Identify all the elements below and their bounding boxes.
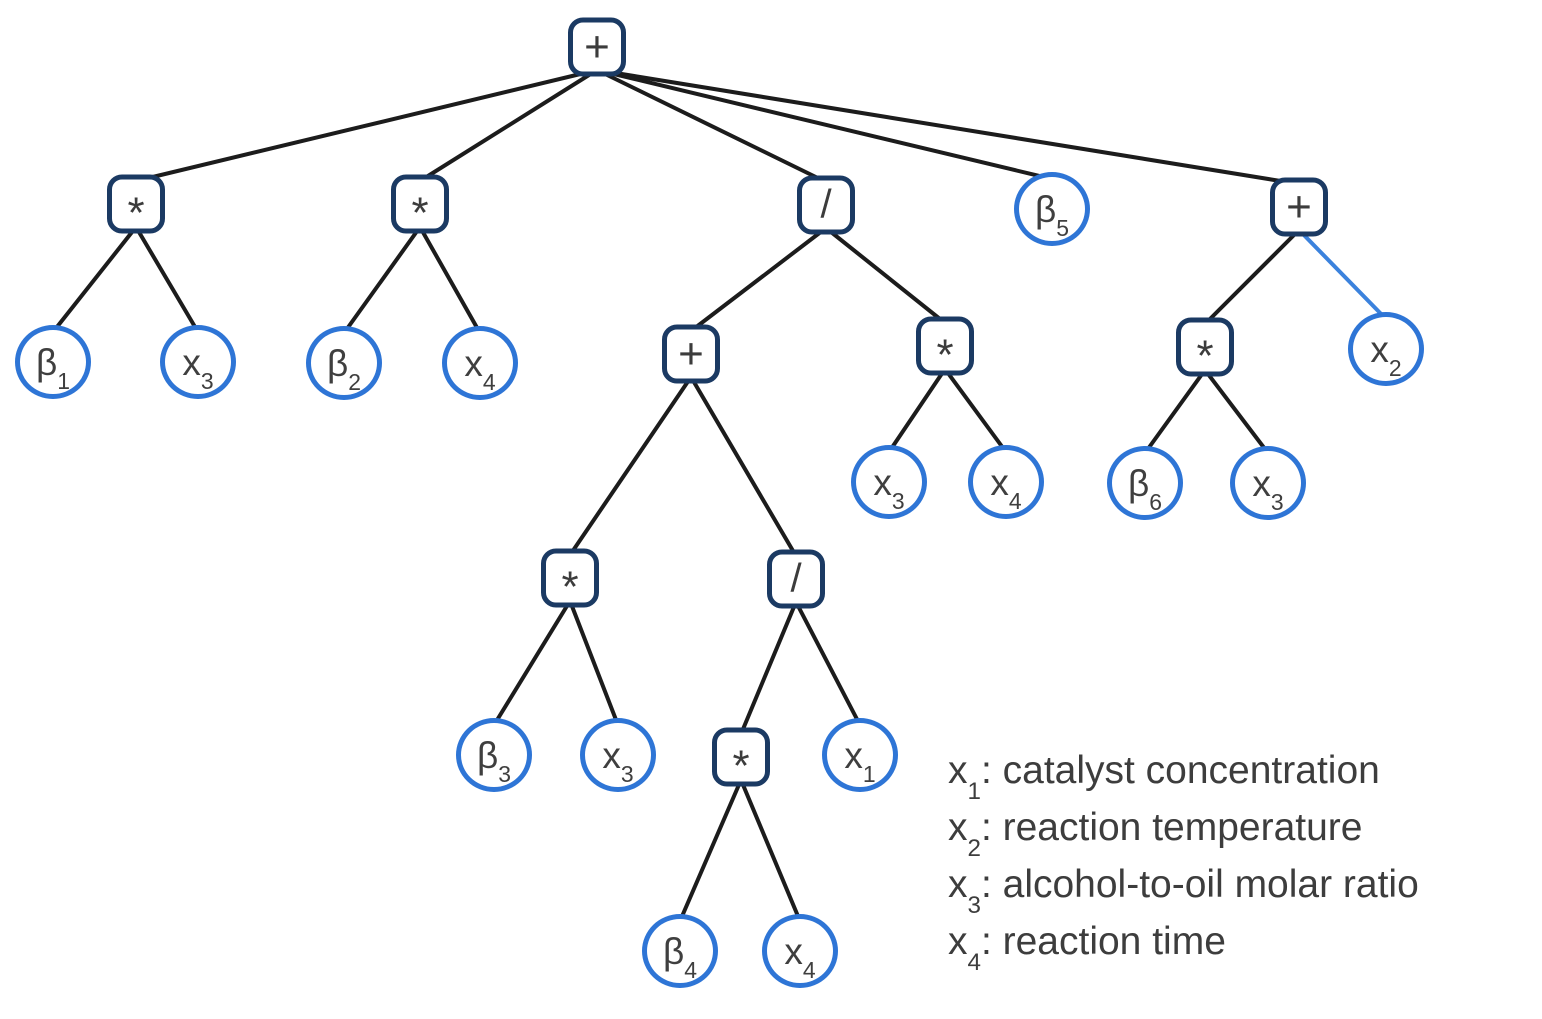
tree-node-x4-b: x4 [968,445,1044,519]
edge-plus-2-to-x2-a [1297,228,1388,321]
tree-node-mult-4: * [1176,317,1234,380]
legend-var: x2 [948,806,981,862]
edge-mult-6-to-beta-4 [678,778,743,923]
tree-node-plus-2: + [1270,177,1328,237]
edge-plus-3-to-div-2 [689,375,798,558]
variable-label: x3 [602,734,634,788]
legend-desc: reaction temperature [1002,806,1363,849]
edge-mult-3-to-x4-b [943,367,1008,454]
edge-mult-5-to-beta-3 [492,599,572,727]
tree-node-beta-1: β1 [15,325,91,399]
variable-label: x1 [844,734,876,788]
edge-mult-2-to-beta-2 [342,225,422,335]
variable-label: x3 [873,461,905,515]
variable-label: β4 [662,930,698,984]
tree-node-mult-3: * [916,316,974,379]
legend-item-x4: x4: reaction time [948,913,1419,976]
legend-item-x1: x1: catalyst concentration [948,742,1419,805]
variable-label: β1 [35,341,71,395]
tree-node-beta-2: β2 [306,326,382,400]
operator-label: * [561,562,579,611]
operator-label: / [790,556,802,600]
operator-label: + [1286,182,1312,231]
tree-node-mult-5: * [541,548,599,611]
tree-node-x3-d: x3 [580,718,656,792]
tree-node-x3-c: x3 [1230,446,1306,520]
variable-label: β3 [476,734,512,788]
legend-separator: : [980,749,1003,792]
variable-label: β2 [326,342,362,396]
legend-desc: reaction time [1002,920,1226,963]
legend-separator: : [980,920,1003,963]
edge-div-2-to-mult-6 [739,600,798,736]
operator-label: * [1196,331,1214,380]
tree-node-beta-3: β3 [456,718,532,792]
variable-legend: x1: catalyst concentration x2: reaction … [948,742,1419,976]
edge-plus-3-to-mult-5 [568,375,693,557]
variable-label: x4 [464,342,496,396]
variable-label: x3 [182,341,214,395]
edge-mult-3-to-x3-b [887,367,947,454]
edge-plus-root-to-beta-5 [595,68,1054,181]
tree-node-mult-6: * [712,727,770,790]
tree-node-plus-root: + [568,17,626,77]
legend-separator: : [980,863,1003,906]
variable-label: x3 [1252,462,1284,516]
tree-node-x4-c: x4 [762,914,838,988]
variable-label: β5 [1034,188,1070,242]
operator-label: * [127,188,145,237]
operator-label: * [732,741,750,790]
legend-item-x2: x2: reaction temperature [948,799,1419,862]
edge-mult-1-to-beta-1 [51,225,138,334]
tree-node-x1-a: x1 [822,718,898,792]
legend-desc: alcohol-to-oil molar ratio [1002,863,1419,906]
operator-label: * [411,188,429,237]
operator-label: * [936,330,954,379]
legend-separator: : [980,806,1003,849]
tree-node-x3-a: x3 [160,325,236,399]
legend-var: x3 [948,863,981,919]
tree-node-x4-a: x4 [442,326,518,400]
edge-div-1-to-plus-3 [689,226,828,333]
edge-div-1-to-mult-3 [824,226,947,325]
tree-node-mult-2: * [391,174,449,237]
legend-var: x4 [948,920,981,976]
operator-label: / [820,182,832,226]
edge-mult-4-to-x3-c [1203,368,1270,455]
legend-desc: catalyst concentration [1002,749,1380,792]
operator-label: + [584,22,610,71]
edge-plus-2-to-mult-4 [1203,228,1301,326]
tree-node-div-2: / [767,549,825,609]
edge-plus-root-to-div-1 [595,68,828,184]
variable-label: x2 [1370,328,1402,382]
tree-node-mult-1: * [107,174,165,237]
variable-label: x4 [990,461,1022,515]
edge-mult-4-to-beta-6 [1143,368,1207,455]
edge-mult-6-to-x4-c [739,778,802,923]
variable-label: x4 [784,930,816,984]
legend-item-x3: x3: alcohol-to-oil molar ratio [948,856,1419,919]
tree-node-div-1: / [797,175,855,235]
tree-node-x3-b: x3 [851,445,927,519]
tree-node-x2-a: x2 [1348,312,1424,386]
edge-plus-root-to-plus-2 [595,68,1301,186]
tree-node-beta-6: β6 [1107,446,1183,520]
tree-node-beta-5: β5 [1014,172,1090,246]
edge-plus-root-to-mult-2 [418,68,599,183]
edge-mult-5-to-x3-d [568,599,620,727]
edge-mult-1-to-x3-a [134,225,200,334]
variable-label: β6 [1127,462,1163,516]
operator-label: + [678,329,704,378]
edge-mult-2-to-x4-a [418,225,482,335]
edge-div-2-to-x1-a [794,600,862,727]
legend-var: x1 [948,749,981,805]
tree-node-beta-4: β4 [642,914,718,988]
edge-plus-root-to-mult-1 [134,68,599,183]
tree-node-plus-3: + [662,324,720,384]
